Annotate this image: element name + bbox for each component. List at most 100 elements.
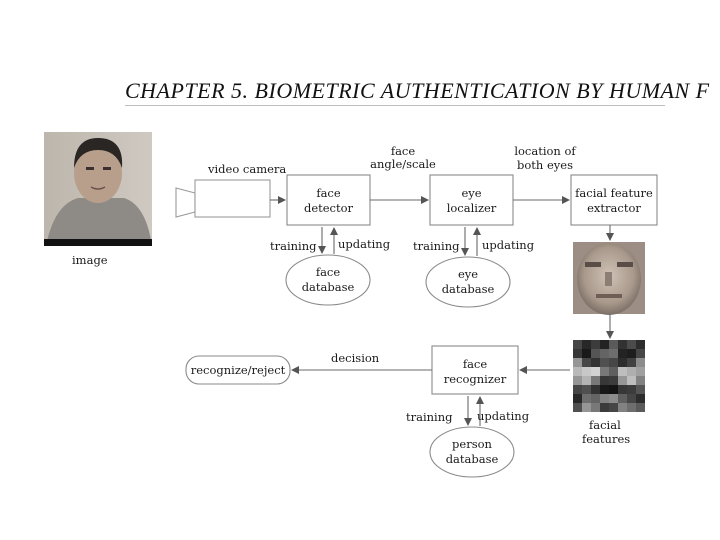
recognize-reject-node: recognize/reject xyxy=(185,355,291,385)
face-recognizer-label-line1: face xyxy=(463,357,488,371)
eye-localizer-label-line1: eye xyxy=(461,186,481,200)
mosaic-cell xyxy=(573,358,582,367)
eye-updating-label: updating xyxy=(482,238,535,252)
facial-feature-extractor-label-line2: extractor xyxy=(587,201,641,215)
eye-database-label-line1: eye xyxy=(458,267,478,281)
mosaic-cell xyxy=(636,385,645,394)
mosaic-cell xyxy=(636,340,645,349)
eye-training-label: training xyxy=(413,239,460,253)
person-database-node: person database xyxy=(429,426,515,478)
input-face-photo xyxy=(44,132,152,246)
face-training-label: training xyxy=(270,239,317,253)
face-detector-node: face detector xyxy=(286,174,371,226)
mosaic-cell xyxy=(609,349,618,358)
mosaic-cell xyxy=(627,340,636,349)
mosaic-cell xyxy=(618,349,627,358)
face-updating-label: updating xyxy=(338,237,391,251)
mosaic-cell xyxy=(591,349,600,358)
mosaic-cell xyxy=(573,394,582,403)
mosaic-cell xyxy=(582,367,591,376)
mosaic-cell xyxy=(582,394,591,403)
mosaic-cell xyxy=(591,358,600,367)
mosaic-cell xyxy=(636,403,645,412)
mosaic-cell xyxy=(618,376,627,385)
mosaic-cell xyxy=(627,376,636,385)
face-detector-label-line2: detector xyxy=(304,201,354,215)
mosaic-cell xyxy=(591,394,600,403)
mosaic-cell xyxy=(609,394,618,403)
mosaic-cell xyxy=(591,340,600,349)
mosaic-cell xyxy=(573,340,582,349)
mosaic-cell xyxy=(582,376,591,385)
mosaic-cell xyxy=(627,358,636,367)
person-updating-label: updating xyxy=(477,409,530,423)
mosaic-cell xyxy=(636,349,645,358)
mosaic-cell xyxy=(573,349,582,358)
facial-features-label-line2: features xyxy=(582,432,630,446)
header-rule xyxy=(125,105,665,106)
mosaic-cell xyxy=(636,367,645,376)
person-database-label-line2: database xyxy=(446,452,499,466)
face-recognizer-node: face recognizer xyxy=(431,345,519,395)
mosaic-cell xyxy=(600,367,609,376)
video-camera-icon xyxy=(175,179,271,218)
mosaic-cell xyxy=(627,385,636,394)
mosaic-cell xyxy=(609,340,618,349)
mosaic-cell xyxy=(618,367,627,376)
mosaic-cell xyxy=(609,403,618,412)
decision-label: decision xyxy=(331,351,380,365)
facial-features-label-line1: facial xyxy=(589,418,621,432)
mosaic-cell xyxy=(573,403,582,412)
mosaic-cell xyxy=(573,376,582,385)
mosaic-cell xyxy=(627,394,636,403)
mosaic-cell xyxy=(600,403,609,412)
image-caption: image xyxy=(72,253,108,267)
face-database-label-line2: database xyxy=(302,280,355,294)
recognize-reject-label: recognize/reject xyxy=(191,363,286,377)
mosaic-cell xyxy=(627,403,636,412)
chapter-header: CHAPTER 5. BIOMETRIC AUTHENTICATION BY H… xyxy=(125,78,710,103)
eye-localizer-node: eye localizer xyxy=(429,174,514,226)
mosaic-cell xyxy=(609,385,618,394)
mosaic-cell xyxy=(582,349,591,358)
mosaic-cell xyxy=(582,403,591,412)
mosaic-cell xyxy=(618,340,627,349)
video-camera-label: video camera xyxy=(207,162,286,176)
location-of-both-eyes-label-line2: both eyes xyxy=(517,158,573,172)
mosaic-cell xyxy=(600,385,609,394)
cropped-face-thumbnail xyxy=(573,242,645,315)
face-database-label-line1: face xyxy=(316,265,341,279)
face-database-node: face database xyxy=(285,254,371,306)
mosaic-cell xyxy=(618,385,627,394)
mosaic-cell xyxy=(618,358,627,367)
location-of-both-eyes-label-line1: location of xyxy=(514,144,576,158)
eye-database-node: eye database xyxy=(425,256,511,308)
person-training-label: training xyxy=(406,410,453,424)
facial-feature-extractor-label-line1: facial feature xyxy=(575,186,653,200)
mosaic-cell xyxy=(573,385,582,394)
face-angle-scale-label-line1: face xyxy=(391,144,416,158)
mosaic-cell xyxy=(609,358,618,367)
mosaic-cell xyxy=(591,376,600,385)
mosaic-cell xyxy=(609,376,618,385)
mosaic-cell xyxy=(573,367,582,376)
mosaic-cell xyxy=(618,394,627,403)
mosaic-cell xyxy=(591,403,600,412)
mosaic-cell xyxy=(582,340,591,349)
mosaic-cell xyxy=(627,367,636,376)
mosaic-cell xyxy=(600,376,609,385)
mosaic-cell xyxy=(636,394,645,403)
face-angle-scale-label-line2: angle/scale xyxy=(370,157,436,171)
mosaic-cell xyxy=(636,376,645,385)
mosaic-cell xyxy=(600,394,609,403)
face-detector-label-line1: face xyxy=(316,186,341,200)
eye-localizer-label-line2: localizer xyxy=(447,201,497,215)
mosaic-cell xyxy=(591,367,600,376)
mosaic-cell xyxy=(636,358,645,367)
mosaic-cell xyxy=(627,349,636,358)
person-database-label-line1: person xyxy=(452,437,492,451)
mosaic-cell xyxy=(582,385,591,394)
eye-database-label-line2: database xyxy=(442,282,495,296)
facial-feature-extractor-node: facial feature extractor xyxy=(570,174,658,226)
mosaic-cell xyxy=(600,349,609,358)
